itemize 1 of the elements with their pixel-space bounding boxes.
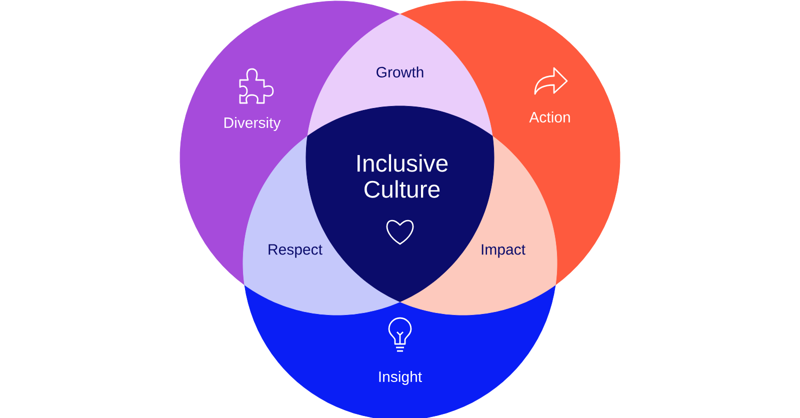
- overlap-region: Growth: [307, 14, 493, 136]
